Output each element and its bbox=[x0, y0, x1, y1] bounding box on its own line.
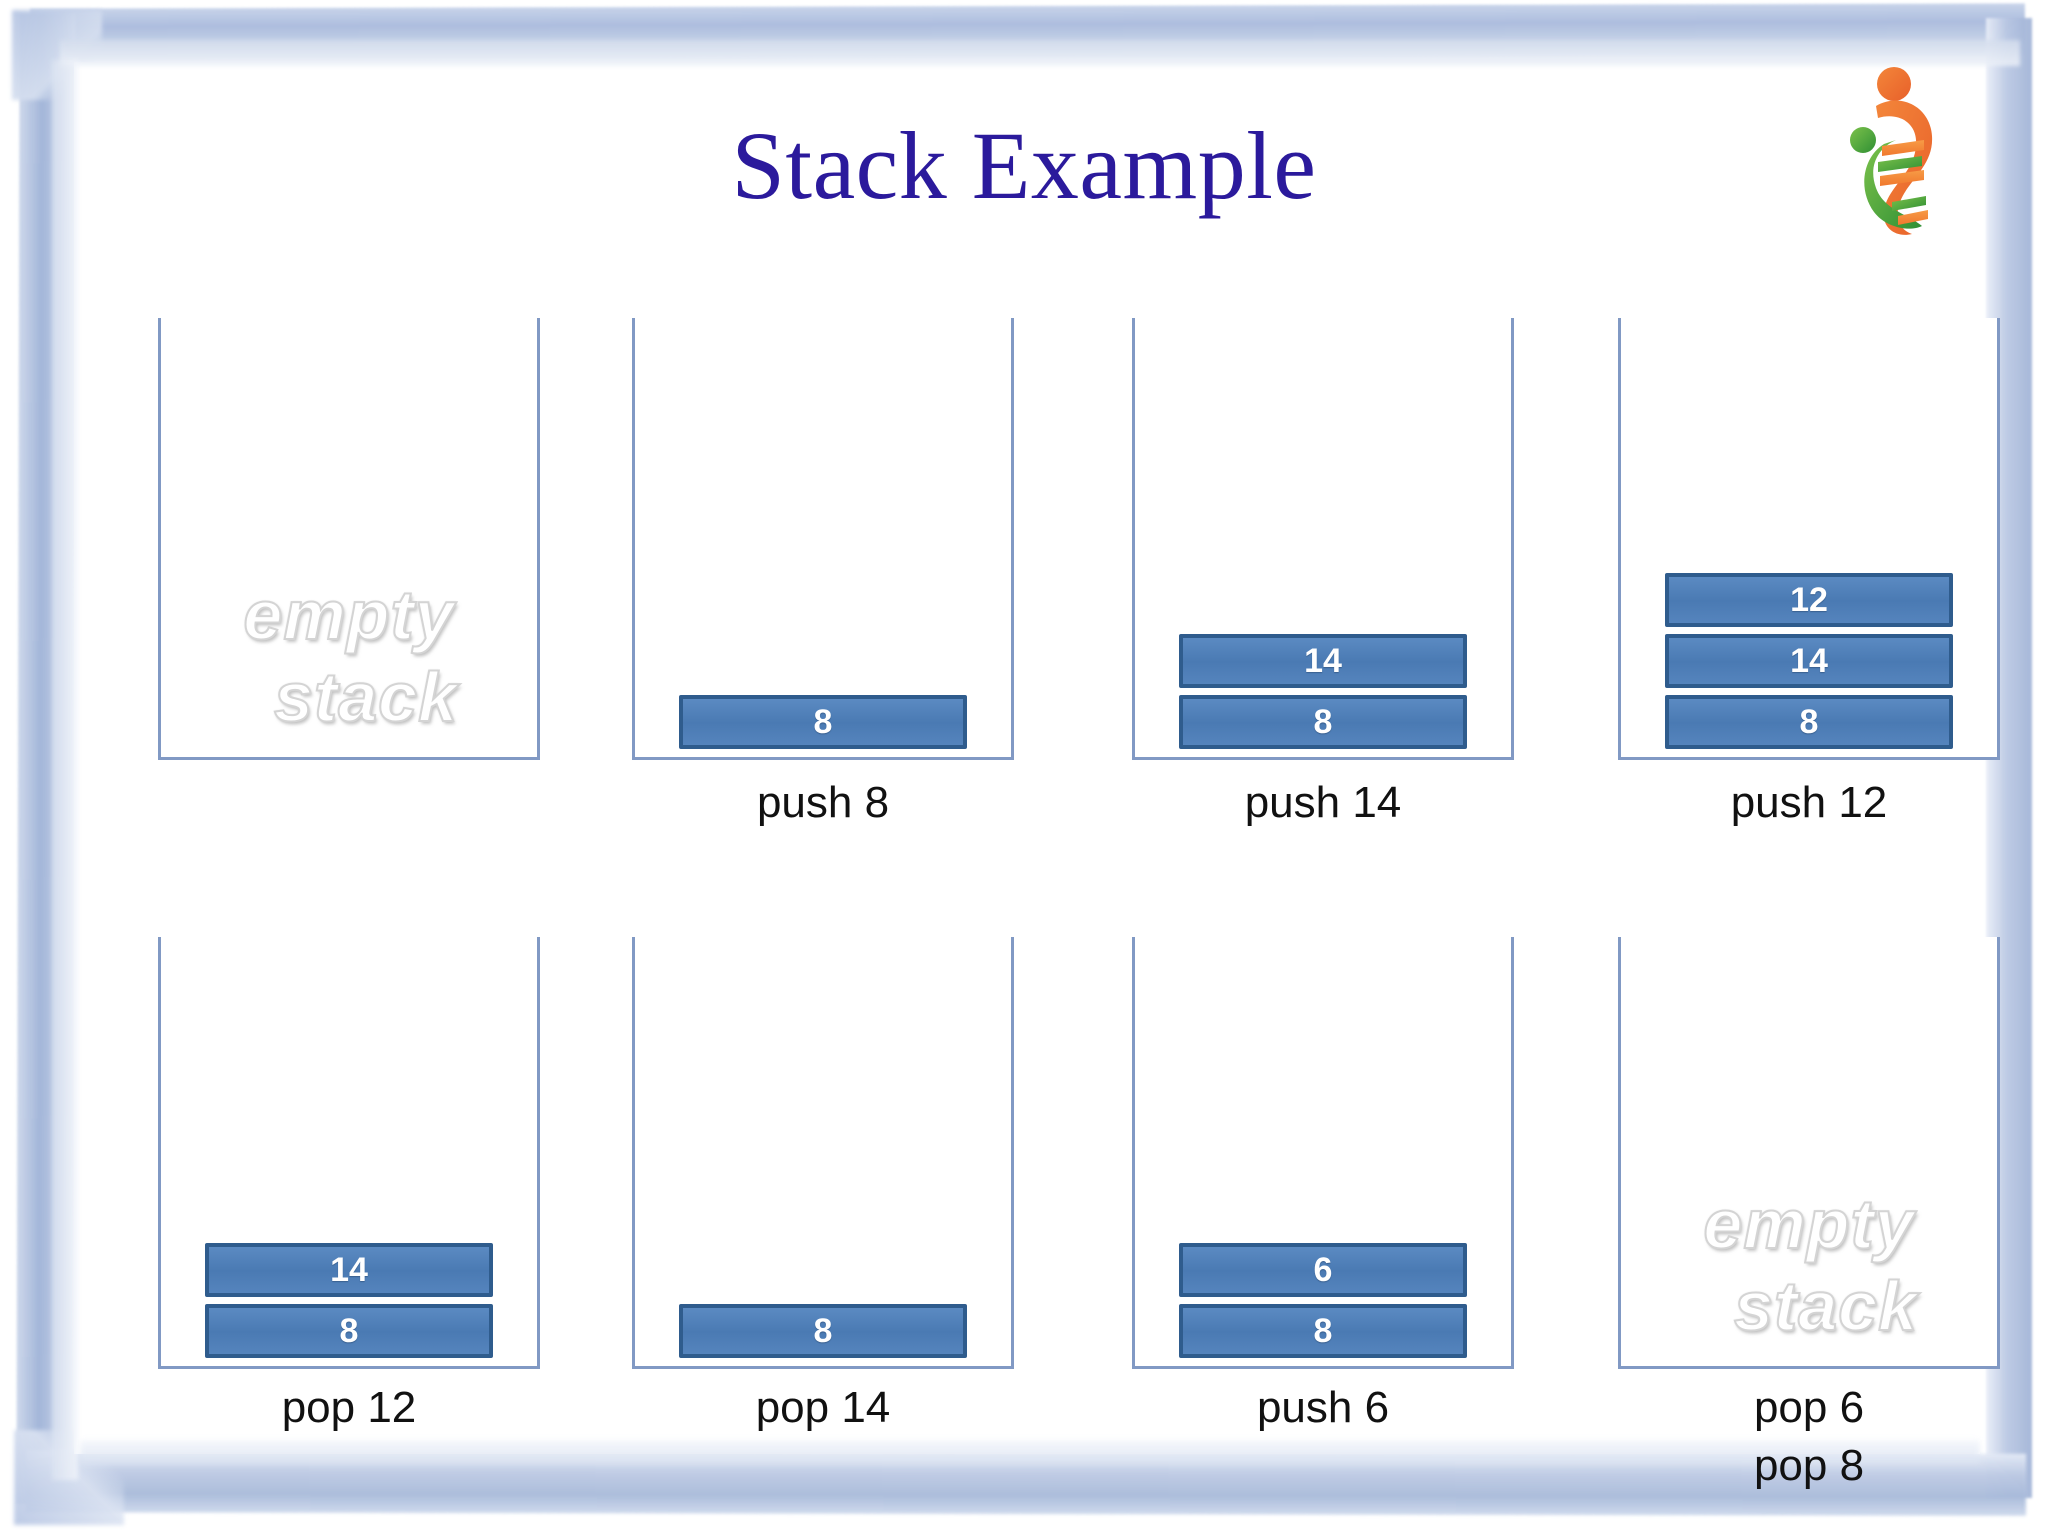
stack-blocks: 8 bbox=[635, 1304, 1011, 1358]
empty-stack-label: empty stack bbox=[161, 574, 537, 739]
stack-block: 8 bbox=[679, 1304, 967, 1358]
stack-block: 14 bbox=[205, 1243, 493, 1297]
empty-stack-line-1: empty bbox=[1702, 1184, 1915, 1264]
stack-blocks: 6 8 bbox=[1135, 1243, 1511, 1358]
stack-container: 12 14 8 bbox=[1618, 318, 2000, 760]
stack-caption: push 8 bbox=[756, 778, 890, 827]
stack-container: 14 8 bbox=[1132, 318, 1514, 760]
stack-block: 6 bbox=[1179, 1243, 1467, 1297]
stack-caption: pop 12 bbox=[281, 1383, 417, 1432]
frame-corner-top-left bbox=[12, 10, 102, 100]
stack-container: 8 bbox=[632, 318, 1014, 760]
empty-stack-line-2: stack bbox=[1733, 1266, 1919, 1346]
stack-blocks: 14 8 bbox=[1135, 634, 1511, 749]
stack-blocks: 14 8 bbox=[161, 1243, 537, 1358]
stack-blocks: 8 bbox=[635, 695, 1011, 749]
stack-block: 12 bbox=[1665, 573, 1953, 627]
stack-block: 8 bbox=[1179, 695, 1467, 749]
empty-stack-line-2: stack bbox=[273, 657, 459, 737]
stack-container: 6 8 bbox=[1132, 937, 1514, 1369]
frame-brush-left bbox=[16, 13, 76, 1505]
stack-block: 8 bbox=[1179, 1304, 1467, 1358]
frame-brush-top-highlight bbox=[60, 40, 2020, 66]
stack-caption: push 14 bbox=[1244, 778, 1402, 827]
stack-container: empty stack bbox=[1618, 937, 2000, 1369]
frame-brush-top bbox=[29, 3, 2026, 61]
empty-stack-line-1: empty bbox=[242, 575, 455, 655]
stack-block: 8 bbox=[1665, 695, 1953, 749]
dna-person-logo bbox=[1838, 62, 1964, 242]
stack-caption: pop 14 bbox=[755, 1383, 891, 1432]
stack-block: 14 bbox=[1665, 634, 1953, 688]
stack-container: empty stack bbox=[158, 318, 540, 760]
stack-block: 14 bbox=[1179, 634, 1467, 688]
stack-caption: push 12 bbox=[1730, 778, 1888, 827]
frame-brush-left-highlight bbox=[52, 60, 78, 1480]
stack-caption: pop 6 pop 8 bbox=[1753, 1383, 1865, 1491]
stack-block: 8 bbox=[679, 695, 967, 749]
page-title: Stack Example bbox=[731, 112, 1317, 219]
empty-stack-label: empty stack bbox=[1621, 1183, 1997, 1348]
stack-container: 8 bbox=[632, 937, 1014, 1369]
stack-caption: push 6 bbox=[1256, 1383, 1390, 1432]
frame-corner-bottom-left bbox=[14, 1430, 124, 1525]
stack-container: 14 8 bbox=[158, 937, 540, 1369]
stack-blocks: 12 14 8 bbox=[1621, 573, 1997, 749]
stack-block: 8 bbox=[205, 1304, 493, 1358]
